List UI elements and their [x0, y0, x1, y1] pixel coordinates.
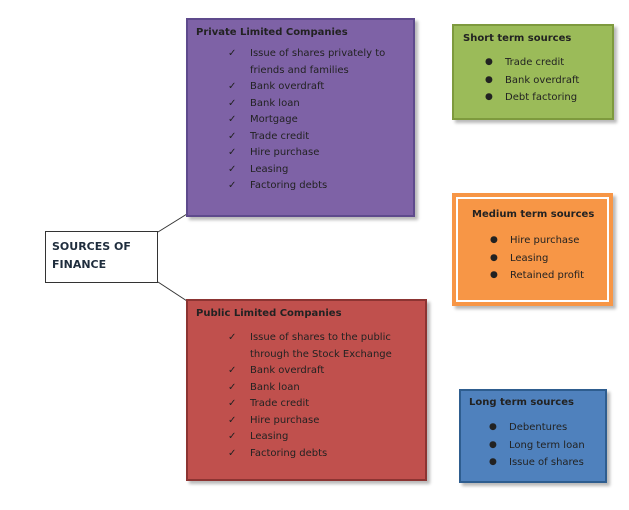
check-mark-icon: ✓ — [228, 97, 237, 109]
bullet-icon: ● — [489, 457, 497, 467]
list-item-text: Leasing — [510, 252, 549, 264]
long-term-title: Long term sources — [469, 397, 574, 408]
list-item-text: Leasing — [250, 431, 289, 442]
list-item: ✓ Issue of shares to the public through t… — [228, 330, 417, 363]
medium-term-sources-box: Medium term sources ● Hire purchase ● Leasi… — [452, 193, 613, 306]
public-list: ✓ Issue of shares to the public through t… — [228, 330, 417, 462]
long-term-sources-box: Long term sources ● Debentures ● Long term … — [459, 389, 607, 483]
medium-term-inner-frame: Medium term sources ● Hire purchase ● Leasi… — [456, 197, 609, 302]
check-mark-icon: ✓ — [228, 180, 237, 191]
list-item: ● Hire purchase — [490, 232, 595, 250]
list-item-text: Hire purchase — [510, 235, 580, 246]
bullet-icon: ● — [485, 74, 493, 85]
list-item-text: Long term loan — [509, 439, 585, 451]
list-item: ✓ Trade credit — [228, 129, 405, 146]
list-item: ● Leasing — [490, 250, 595, 268]
list-item: ✓ Leasing — [228, 162, 405, 179]
list-item-text: Retained profit — [510, 270, 585, 281]
short-term-list: ● Trade credit ● Bank overdraft ● Debt factor… — [485, 54, 603, 107]
list-item-text: Issue of shares to the public through th… — [250, 332, 392, 360]
list-item-text: Factoring debts — [250, 447, 328, 459]
private-list: ✓ Issue of shares privately to friends an… — [228, 46, 405, 195]
list-item-text: Hire purchase — [250, 147, 320, 158]
check-mark-icon: ✓ — [228, 147, 237, 158]
check-mark-icon: ✓ — [228, 398, 237, 409]
list-item: ✓ Mortgage — [228, 112, 405, 129]
private-title: Private Limited Companies — [196, 27, 348, 38]
list-item: ✓ Trade credit — [228, 396, 417, 413]
medium-term-list: ● Hire purchase ● Leasing ● Retained profit — [490, 232, 595, 285]
check-mark-icon: ✓ — [228, 414, 237, 426]
list-item-text: Bank overdraft — [250, 365, 325, 376]
list-item-text: Bank overdraft — [250, 81, 325, 92]
list-item-text: Trade credit — [505, 57, 565, 68]
list-item: ✓ Factoring debts — [228, 446, 417, 463]
long-term-list: ● Debentures ● Long term loan ● Issue of shar… — [489, 419, 597, 472]
list-item: ✓ Bank overdraft — [228, 79, 405, 96]
short-term-sources-box: Short term sources ● Trade credit ● Bank ov… — [452, 24, 614, 120]
connector-to-public — [157, 281, 188, 302]
list-item-text: Debt factoring — [505, 92, 578, 103]
list-item: ✓ Bank loan — [228, 96, 405, 113]
bullet-icon: ● — [490, 270, 498, 280]
list-item: ● Debentures — [489, 419, 597, 437]
center-title-line1: SOURCES OF — [52, 240, 131, 253]
connector-to-private — [157, 213, 188, 233]
public-title: Public Limited Companies — [196, 308, 342, 319]
list-item: ● Long term loan — [489, 437, 597, 455]
sources-of-finance-box: SOURCES OF FINANCE — [45, 231, 158, 283]
list-item-text: Trade credit — [250, 398, 310, 409]
check-mark-icon: ✓ — [228, 447, 237, 459]
list-item-text: Issue of shares privately to friends and… — [250, 48, 386, 76]
list-item: ● Debt factoring — [485, 89, 603, 107]
list-item-text: Bank loan — [250, 97, 300, 109]
list-item-text: Bank overdraft — [505, 74, 580, 86]
check-mark-icon: ✓ — [228, 431, 237, 442]
list-item: ● Issue of shares — [489, 454, 597, 472]
list-item: ✓ Hire purchase — [228, 145, 405, 162]
center-title-line2: FINANCE — [52, 258, 107, 271]
list-item: ✓ Bank loan — [228, 380, 417, 397]
list-item: ● Trade credit — [485, 54, 603, 72]
check-mark-icon: ✓ — [228, 332, 237, 343]
check-mark-icon: ✓ — [228, 365, 237, 376]
check-mark-icon: ✓ — [228, 48, 237, 59]
bullet-icon: ● — [489, 439, 497, 450]
list-item: ✓ Leasing — [228, 429, 417, 446]
bullet-icon: ● — [489, 422, 497, 432]
list-item-text: Leasing — [250, 163, 289, 175]
list-item-text: Bank loan — [250, 381, 300, 393]
public-limited-companies-box: Public Limited Companies ✓ Issue of share… — [186, 299, 427, 481]
list-item-text: Issue of shares — [509, 457, 584, 468]
check-mark-icon: ✓ — [228, 163, 237, 175]
check-mark-icon: ✓ — [228, 130, 237, 142]
list-item-text: Factoring debts — [250, 180, 328, 191]
list-item: ✓ Issue of shares privately to friends an… — [228, 46, 405, 79]
private-limited-companies-box: Private Limited Companies ✓ Issue of shar… — [186, 18, 415, 217]
medium-term-title: Medium term sources — [472, 209, 595, 220]
list-item: ✓ Factoring debts — [228, 178, 405, 195]
check-mark-icon: ✓ — [228, 381, 237, 393]
bullet-icon: ● — [490, 252, 498, 263]
list-item: ✓ Hire purchase — [228, 413, 417, 430]
check-mark-icon: ✓ — [228, 114, 237, 125]
bullet-icon: ● — [485, 92, 493, 102]
bullet-icon: ● — [490, 235, 498, 245]
list-item-text: Hire purchase — [250, 414, 320, 426]
list-item: ● Bank overdraft — [485, 72, 603, 90]
list-item: ● Retained profit — [490, 267, 595, 285]
list-item: ✓ Bank overdraft — [228, 363, 417, 380]
list-item-text: Trade credit — [250, 130, 310, 142]
list-item-text: Mortgage — [250, 114, 298, 125]
short-term-title: Short term sources — [463, 33, 572, 44]
check-mark-icon: ✓ — [228, 81, 237, 92]
list-item-text: Debentures — [509, 422, 568, 433]
bullet-icon: ● — [485, 57, 493, 67]
